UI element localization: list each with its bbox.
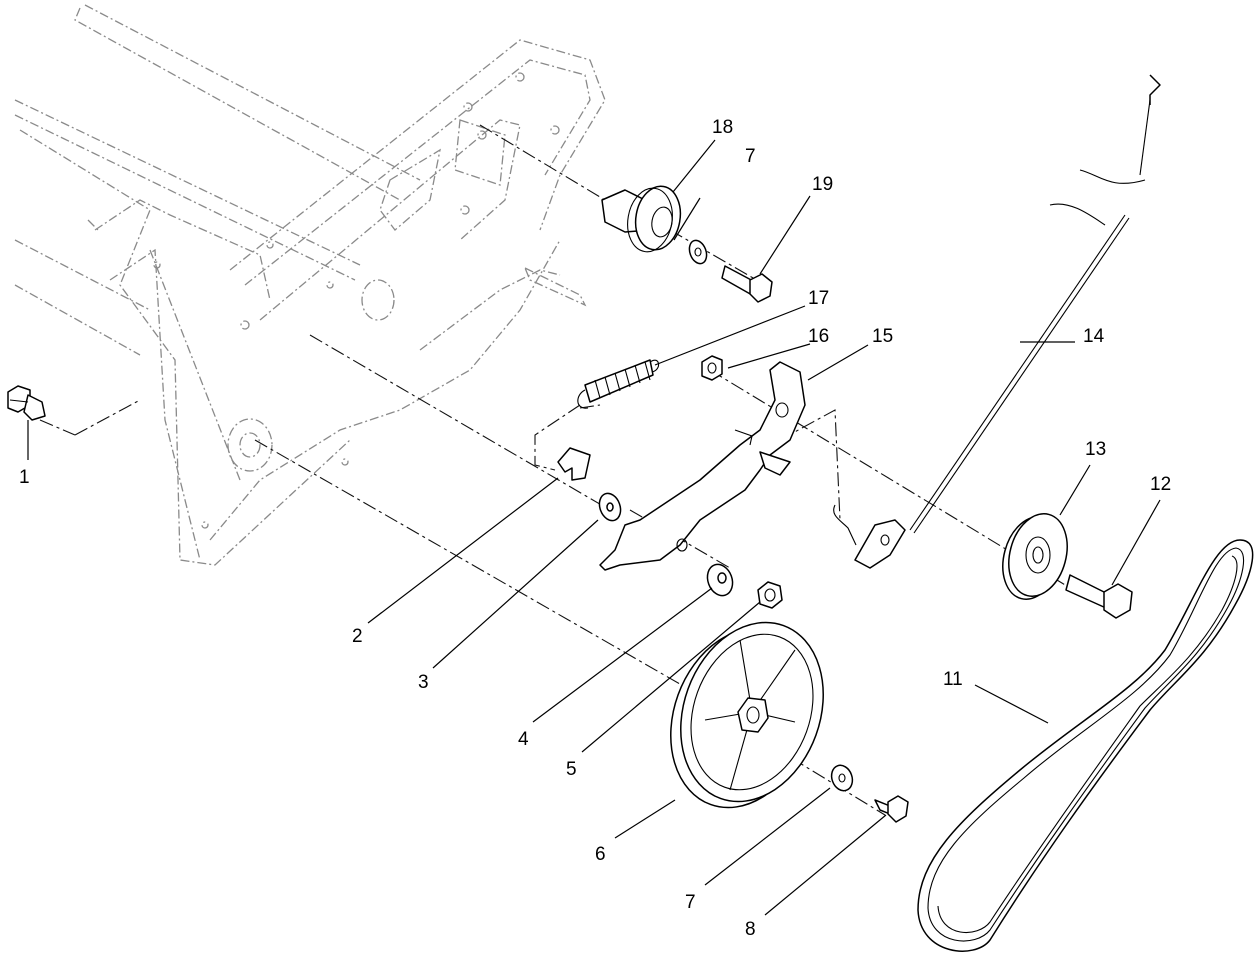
part-12-bolt	[1065, 574, 1133, 619]
part-6-drive-pulley	[670, 621, 824, 809]
callout-18: 18	[712, 117, 733, 138]
callout-labels: 1 2 3 4 5 6 7 7 8 11 12 13 14 15 16 17 1…	[19, 117, 1171, 940]
callout-leaders	[27, 139, 1161, 916]
callout-2: 2	[352, 626, 363, 647]
callout-6: 6	[595, 844, 606, 865]
part-5-lock-nut	[757, 581, 783, 609]
callout-7-lower: 7	[685, 892, 696, 913]
callout-19: 19	[812, 174, 833, 195]
part-16-nut	[701, 355, 723, 381]
callout-1: 1	[19, 467, 30, 488]
callout-14: 14	[1083, 326, 1105, 347]
callout-12: 12	[1150, 474, 1171, 495]
part-17-extension-spring	[577, 359, 660, 409]
part-18-pulley-hub	[601, 185, 682, 253]
part-13-idler-pulley	[1002, 513, 1068, 600]
callout-8: 8	[745, 919, 756, 940]
callout-13: 13	[1085, 439, 1106, 460]
callout-4: 4	[518, 729, 529, 750]
part-1-flange-bolt	[7, 385, 46, 421]
callout-5: 5	[566, 759, 577, 780]
part-7-washer-lower	[830, 764, 854, 792]
part-8-bolt	[874, 795, 909, 823]
part-15-idler-arm	[599, 361, 806, 571]
part-7-washer-upper	[688, 239, 708, 265]
callout-7-upper: 7	[745, 146, 756, 167]
part-19-bolt	[721, 265, 773, 303]
callout-16: 16	[808, 326, 829, 347]
part-3-washer	[598, 492, 622, 522]
callout-15: 15	[872, 326, 893, 347]
part-2-spring-bracket	[557, 447, 591, 481]
callout-11: 11	[943, 669, 963, 690]
callout-17: 17	[808, 288, 829, 309]
part-14-control-cable	[909, 74, 1161, 534]
part-11-v-belt	[917, 539, 1254, 952]
part-4-spacer	[706, 563, 734, 597]
callout-3: 3	[418, 672, 429, 693]
cable-bracket	[833, 504, 906, 569]
auger-housing-frame	[14, 4, 606, 566]
